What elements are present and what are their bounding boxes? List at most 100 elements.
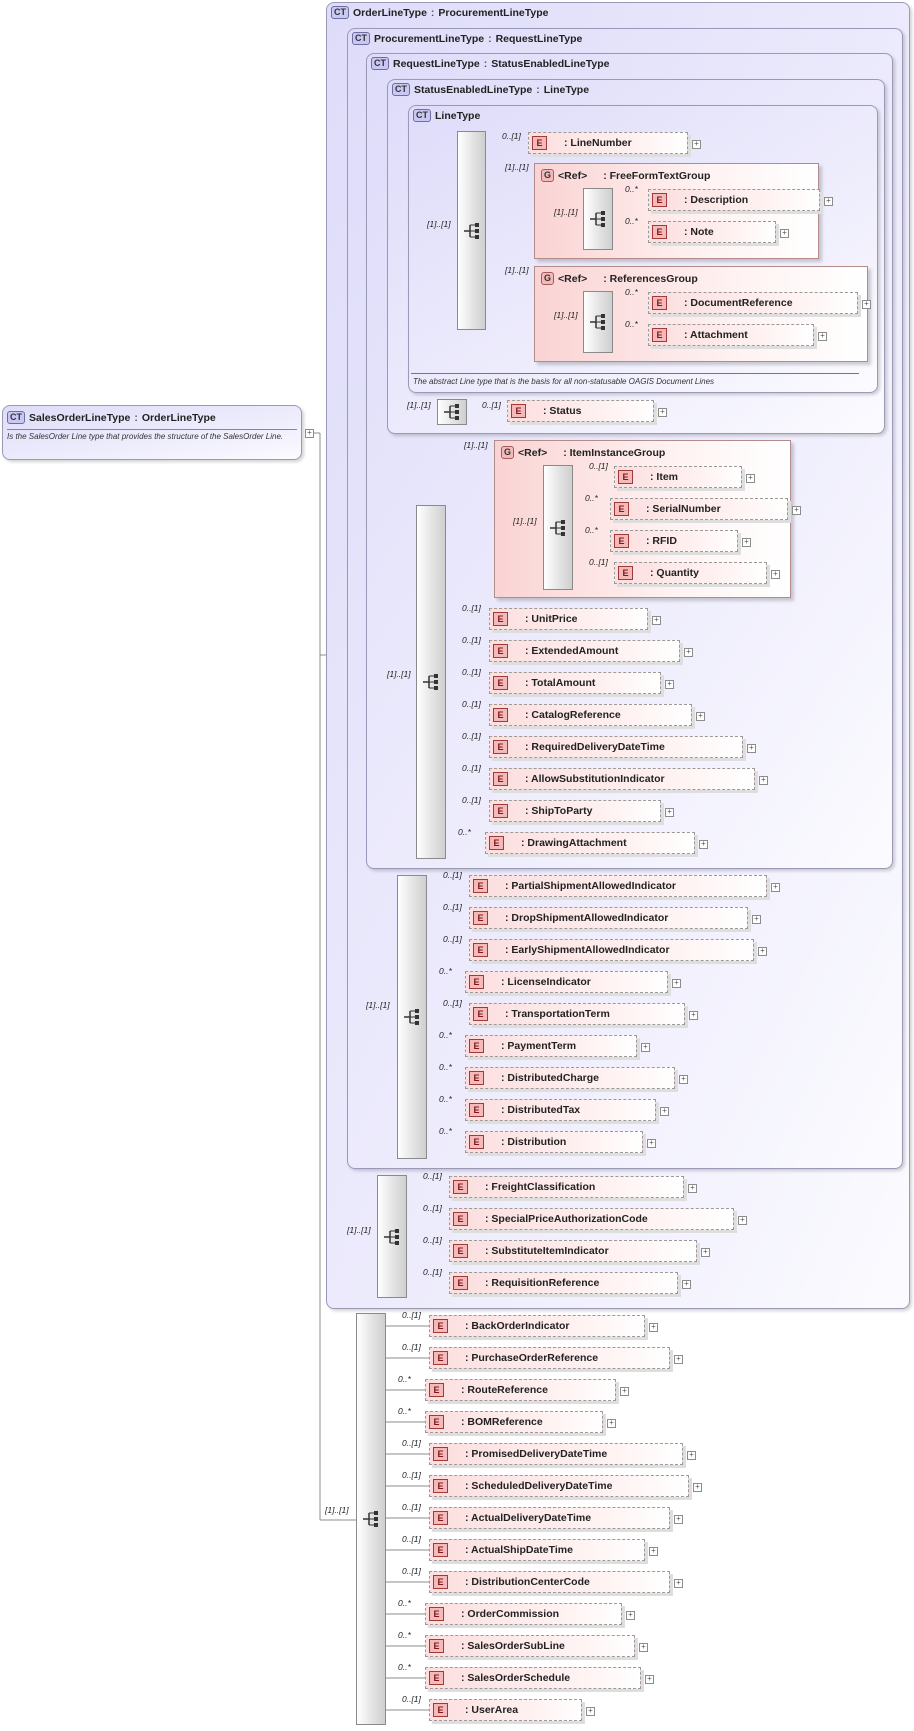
expand-icon[interactable]: + [658, 408, 667, 417]
group-freeformtextgroup[interactable]: G<Ref>: FreeFormTextGroup [534, 163, 819, 259]
expand-icon[interactable]: + [687, 1451, 696, 1460]
element-ref[interactable]: E: DrawingAttachment [485, 832, 695, 854]
expand-icon[interactable]: + [738, 1216, 747, 1225]
element-ref[interactable]: E: LineNumber [528, 132, 688, 154]
expand-icon[interactable]: + [684, 648, 693, 657]
element-ref[interactable]: E: ShipToParty [489, 800, 661, 822]
element-ref[interactable]: E: DistributionCenterCode [429, 1571, 670, 1593]
expand-icon[interactable]: + [674, 1355, 683, 1364]
element-ref[interactable]: E: ScheduledDeliveryDateTime [429, 1475, 689, 1497]
element-ref[interactable]: E: RequisitionReference [449, 1272, 678, 1294]
sequence-bar-order[interactable] [377, 1175, 407, 1298]
expand-icon[interactable]: + [305, 429, 314, 438]
expand-icon[interactable]: + [639, 1643, 648, 1652]
element-ref[interactable]: E: SalesOrderSubLine [425, 1635, 635, 1657]
element-ref[interactable]: E: RFID [610, 530, 738, 552]
expand-icon[interactable]: + [752, 915, 761, 924]
expand-icon[interactable]: + [672, 979, 681, 988]
element-ref[interactable]: E: Description [648, 189, 820, 211]
element-ref[interactable]: E: DocumentReference [648, 292, 858, 314]
expand-icon[interactable]: + [862, 300, 871, 309]
expand-icon[interactable]: + [747, 744, 756, 753]
element-ref[interactable]: E: DropShipmentAllowedIndicator [469, 907, 748, 929]
element-ref[interactable]: E: AllowSubstitutionIndicator [489, 768, 755, 790]
element-ref[interactable]: E: PaymentTerm [465, 1035, 637, 1057]
expand-icon[interactable]: + [674, 1515, 683, 1524]
element-ref[interactable]: E: TotalAmount [489, 672, 661, 694]
expand-icon[interactable]: + [693, 1483, 702, 1492]
expand-icon[interactable]: + [679, 1075, 688, 1084]
sequence-bar-freeform[interactable] [583, 188, 613, 250]
element-ref[interactable]: E: DistributedTax [465, 1099, 656, 1121]
element-ref[interactable]: E: SubstituteItemIndicator [449, 1240, 697, 1262]
expand-icon[interactable]: + [824, 197, 833, 206]
expand-icon[interactable]: + [649, 1323, 658, 1332]
element-ref[interactable]: E: Status [507, 400, 654, 422]
element-ref[interactable]: E: BackOrderIndicator [429, 1315, 645, 1337]
expand-icon[interactable]: + [647, 1139, 656, 1148]
element-ref[interactable]: E: ExtendedAmount [489, 640, 680, 662]
element-ref[interactable]: E: DistributedCharge [465, 1067, 675, 1089]
expand-icon[interactable]: + [696, 712, 705, 721]
element-ref[interactable]: E: Item [614, 466, 742, 488]
expand-icon[interactable]: + [607, 1419, 616, 1428]
element-ref[interactable]: E: CatalogReference [489, 704, 692, 726]
element-ref[interactable]: E: FreightClassification [449, 1176, 684, 1198]
expand-icon[interactable]: + [818, 332, 827, 341]
expand-icon[interactable]: + [792, 506, 801, 515]
element-ref[interactable]: E: Attachment [648, 324, 814, 346]
expand-icon[interactable]: + [641, 1043, 650, 1052]
sequence-bar-references[interactable] [583, 291, 613, 353]
expand-icon[interactable]: + [665, 680, 674, 689]
element-ref[interactable]: E: PartialShipmentAllowedIndicator [469, 875, 767, 897]
element-ref[interactable]: E: EarlyShipmentAllowedIndicator [469, 939, 754, 961]
expand-icon[interactable]: + [660, 1107, 669, 1116]
expand-icon[interactable]: + [620, 1387, 629, 1396]
expand-icon[interactable]: + [742, 538, 751, 547]
expand-icon[interactable]: + [652, 616, 661, 625]
expand-icon[interactable]: + [674, 1579, 683, 1588]
element-ref[interactable]: E: OrderCommission [425, 1603, 622, 1625]
expand-icon[interactable]: + [645, 1675, 654, 1684]
sequence-bar-status[interactable] [437, 399, 467, 425]
expand-icon[interactable]: + [701, 1248, 710, 1257]
element-ref[interactable]: E: ActualShipDateTime [429, 1539, 645, 1561]
expand-icon[interactable]: + [692, 140, 701, 149]
element-ref[interactable]: E: BOMReference [425, 1411, 603, 1433]
expand-icon[interactable]: + [771, 883, 780, 892]
element-ref[interactable]: E: UserArea [429, 1699, 582, 1721]
expand-icon[interactable]: + [699, 840, 708, 849]
expand-icon[interactable]: + [682, 1280, 691, 1289]
expand-icon[interactable]: + [688, 1184, 697, 1193]
sequence-bar-request[interactable] [416, 505, 446, 859]
element-ref[interactable]: E: Quantity [614, 562, 767, 584]
expand-icon[interactable]: + [689, 1011, 698, 1020]
element-ref[interactable]: E: RequiredDeliveryDateTime [489, 736, 743, 758]
element-ref[interactable]: E: SalesOrderSchedule [425, 1667, 641, 1689]
element-ref[interactable]: E: PurchaseOrderReference [429, 1347, 670, 1369]
expand-icon[interactable]: + [626, 1611, 635, 1620]
sequence-bar-salesorder[interactable] [356, 1313, 386, 1725]
sequence-bar-linetype[interactable] [457, 131, 486, 330]
sequence-bar-procurement[interactable] [397, 875, 427, 1159]
sequence-bar-iteminstance[interactable] [543, 465, 573, 590]
element-ref[interactable]: E: ActualDeliveryDateTime [429, 1507, 670, 1529]
element-ref[interactable]: E: PromisedDeliveryDateTime [429, 1443, 683, 1465]
element-ref[interactable]: E: SpecialPriceAuthorizationCode [449, 1208, 734, 1230]
expand-icon[interactable]: + [665, 808, 674, 817]
element-ref[interactable]: E: Distribution [465, 1131, 643, 1153]
element-ref[interactable]: E: Note [648, 221, 776, 243]
element-ref[interactable]: E: SerialNumber [610, 498, 788, 520]
expand-icon[interactable]: + [771, 570, 780, 579]
element-ref[interactable]: E: TransportationTerm [469, 1003, 685, 1025]
expand-icon[interactable]: + [758, 947, 767, 956]
expand-icon[interactable]: + [759, 776, 768, 785]
element-ref[interactable]: E: RouteReference [425, 1379, 616, 1401]
expand-icon[interactable]: + [586, 1707, 595, 1716]
expand-icon[interactable]: + [649, 1547, 658, 1556]
expand-icon[interactable]: + [746, 474, 755, 483]
expand-icon[interactable]: + [780, 229, 789, 238]
element-ref[interactable]: E: UnitPrice [489, 608, 648, 630]
element-ref[interactable]: E: LicenseIndicator [465, 971, 668, 993]
